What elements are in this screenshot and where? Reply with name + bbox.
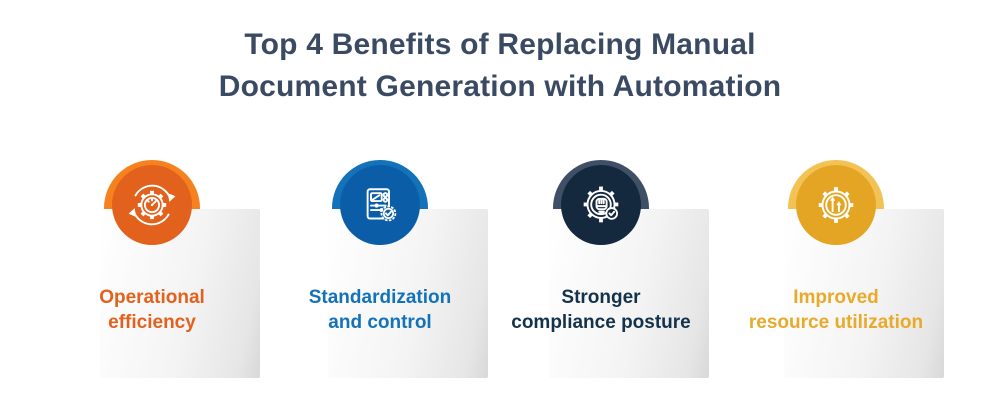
card-background	[549, 209, 709, 378]
control-panel-badge-icon	[366, 188, 397, 222]
title-line-2: Document Generation with Automation	[218, 70, 782, 103]
card-label: Operational efficiency	[99, 285, 205, 335]
benefit-card-standardization-control: Standardization and control	[309, 160, 488, 385]
gear-gauge-cycle-icon	[128, 184, 176, 226]
card-label: Standardization and control	[309, 285, 452, 335]
card-label-line-2: resource utilization	[748, 312, 924, 333]
benefit-card-compliance-posture: Stronger compliance posture	[511, 160, 709, 385]
card-label-line-2: and control	[328, 312, 432, 333]
gear-fist-check-icon	[583, 186, 619, 223]
card-label-line-1: Operational	[99, 287, 205, 308]
card-label-line-1: Standardization	[308, 287, 452, 308]
icon-circle	[112, 165, 192, 245]
card-label-line-2: efficiency	[108, 312, 196, 333]
icon-circle	[561, 165, 641, 245]
page-title: Top 4 Benefits of Replacing Manual Docum…	[0, 24, 1000, 108]
icon-circle	[340, 165, 420, 245]
gear-growth-arrows-icon	[818, 187, 854, 223]
title-line-1: Top 4 Benefits of Replacing Manual	[244, 28, 756, 61]
card-label: Improved resource utilization	[749, 285, 923, 335]
card-background	[328, 209, 488, 378]
card-label-line-2: compliance posture	[511, 312, 691, 333]
card-background	[784, 209, 944, 378]
icon-circle	[796, 165, 876, 245]
card-label-line-1: Improved	[793, 287, 879, 308]
card-background	[100, 209, 260, 378]
benefit-card-resource-utilization: Improved resource utilization	[749, 160, 944, 385]
card-label-line-1: Stronger	[561, 287, 641, 308]
benefit-card-operational-efficiency: Operational efficiency	[99, 160, 260, 385]
card-label: Stronger compliance posture	[511, 285, 691, 335]
